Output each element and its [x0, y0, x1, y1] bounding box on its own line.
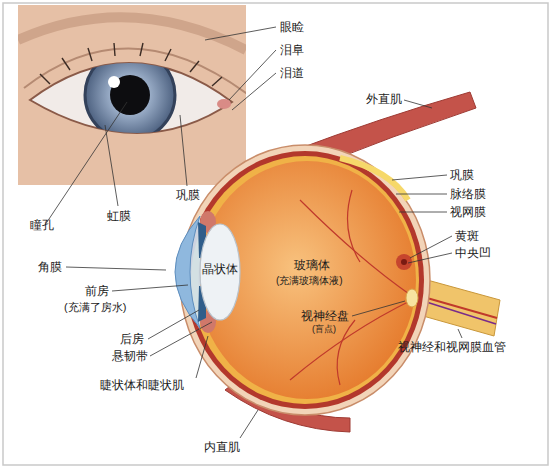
fovea: [401, 259, 407, 265]
part-label: 黄斑: [455, 229, 479, 243]
frame: [3, 3, 548, 465]
part-label: 虹膜: [107, 209, 131, 223]
lens: [200, 224, 240, 320]
vessels: [290, 190, 412, 385]
choroid: [186, 151, 424, 409]
part-label: 睫状体和睫状肌: [100, 378, 184, 392]
part-label: 视神经和视网膜血管: [398, 340, 506, 354]
iris: [85, 50, 175, 140]
part-label: 视神经盘: [301, 309, 349, 323]
optic-disc: [406, 289, 418, 307]
part-label: (充满玻璃体液): [276, 275, 343, 287]
skin: [18, 5, 246, 185]
highlight: [108, 76, 120, 88]
retinal-vessel: [420, 296, 497, 318]
macula: [396, 254, 412, 270]
part-label: 内直肌: [204, 440, 240, 454]
part-label: 悬韧带: [112, 349, 148, 363]
part-label: 中央凹: [455, 246, 491, 260]
part-label: 泪道: [280, 66, 304, 80]
leader-lines: [45, 27, 462, 438]
part-label: 视网膜: [450, 205, 486, 219]
caruncle: [217, 99, 231, 109]
part-label: 前房: [85, 284, 109, 298]
brow-shadow: [18, 17, 246, 50]
part-label: 眼睑: [280, 20, 304, 34]
part-label: 角膜: [38, 260, 62, 274]
eye-photo: [18, 5, 246, 185]
part-label: 泪阜: [280, 43, 304, 57]
retinal-vessel: [420, 300, 496, 324]
part-label: (充满了房水): [64, 301, 126, 314]
part-label: 巩膜: [176, 188, 200, 202]
sclera: [180, 145, 430, 415]
part-label: 晶状体: [202, 262, 238, 276]
part-label: 巩膜: [450, 168, 474, 182]
retina: [191, 156, 419, 404]
part-label: 瞳孔: [30, 218, 54, 232]
part-label: 外直肌: [366, 92, 402, 106]
part-label: (盲点): [312, 324, 336, 335]
part-label: 玻璃体: [294, 258, 330, 272]
lashes: [40, 43, 222, 86]
part-label: 脉络膜: [450, 187, 486, 201]
part-label: 后房: [120, 332, 144, 346]
vitreous: [198, 161, 416, 399]
